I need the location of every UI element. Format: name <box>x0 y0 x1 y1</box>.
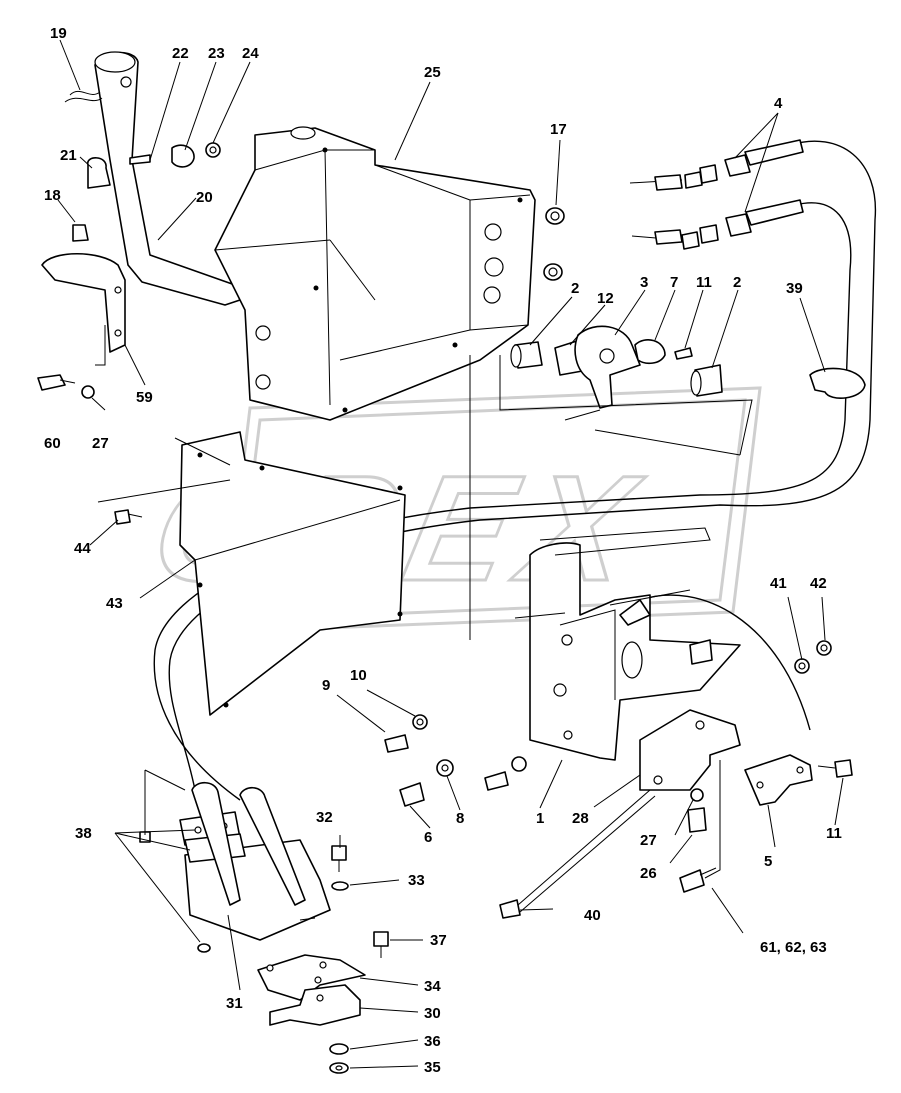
label-32: 32 <box>316 809 333 826</box>
label-31: 31 <box>226 995 243 1012</box>
label-43: 43 <box>106 595 123 612</box>
cable-ends-4 <box>629 139 804 250</box>
label-10: 10 <box>350 667 367 684</box>
bracket-5 <box>744 754 813 806</box>
pivot-assembly <box>510 325 723 409</box>
label-11b: 11 <box>826 825 842 842</box>
label-20: 20 <box>196 189 213 206</box>
label-11a: 11 <box>696 274 712 291</box>
label-19: 19 <box>50 25 67 42</box>
leader-lines <box>57 39 844 1069</box>
label-26: 26 <box>640 865 657 882</box>
label-7: 7 <box>670 274 678 291</box>
label-40: 40 <box>584 907 601 924</box>
label-3: 3 <box>640 274 648 291</box>
pedal-lever <box>64 51 241 306</box>
label-18: 18 <box>44 187 61 204</box>
label-22: 22 <box>172 45 189 62</box>
clamp-39 <box>809 367 866 399</box>
label-25: 25 <box>424 64 441 81</box>
label-61-62-63: 61, 62, 63 <box>760 939 827 956</box>
bracket-28 <box>639 709 741 791</box>
bracket-1 <box>514 527 741 761</box>
label-37: 37 <box>430 932 447 949</box>
label-27b: 27 <box>640 832 657 849</box>
plate-30 <box>269 984 361 1026</box>
label-23: 23 <box>208 45 225 62</box>
label-1: 1 <box>536 810 544 827</box>
label-39: 39 <box>786 280 803 297</box>
hardware <box>139 640 853 1074</box>
label-38: 38 <box>75 825 92 842</box>
label-36: 36 <box>424 1033 441 1050</box>
label-59: 59 <box>136 389 153 406</box>
label-2b: 2 <box>733 274 741 291</box>
bracket-59 <box>37 252 126 399</box>
label-41: 41 <box>770 575 787 592</box>
label-12: 12 <box>597 290 614 307</box>
label-17: 17 <box>550 121 567 138</box>
label-34: 34 <box>424 978 441 995</box>
guide-lines <box>469 355 753 640</box>
label-27a: 27 <box>92 435 109 452</box>
label-28: 28 <box>572 810 589 827</box>
label-42: 42 <box>810 575 827 592</box>
label-30: 30 <box>424 1005 441 1022</box>
panel-43 <box>97 431 406 716</box>
label-24: 24 <box>242 45 259 62</box>
label-5: 5 <box>764 853 772 870</box>
label-8: 8 <box>456 810 464 827</box>
plate-34 <box>257 954 366 1001</box>
label-60: 60 <box>44 435 61 452</box>
label-4: 4 <box>774 95 783 112</box>
housing-25 <box>214 126 536 421</box>
label-35: 35 <box>424 1059 441 1076</box>
label-9: 9 <box>322 677 330 694</box>
bolt-44 <box>114 509 143 525</box>
part-labels: 19 22 23 24 25 21 20 18 17 4 2 12 3 7 11… <box>44 25 842 1076</box>
grommets-17 <box>543 207 565 281</box>
label-33: 33 <box>408 872 425 889</box>
label-44: 44 <box>74 540 91 557</box>
label-2a: 2 <box>571 280 579 297</box>
plate-31 <box>179 781 331 941</box>
label-6: 6 <box>424 829 432 846</box>
label-21: 21 <box>60 147 77 164</box>
